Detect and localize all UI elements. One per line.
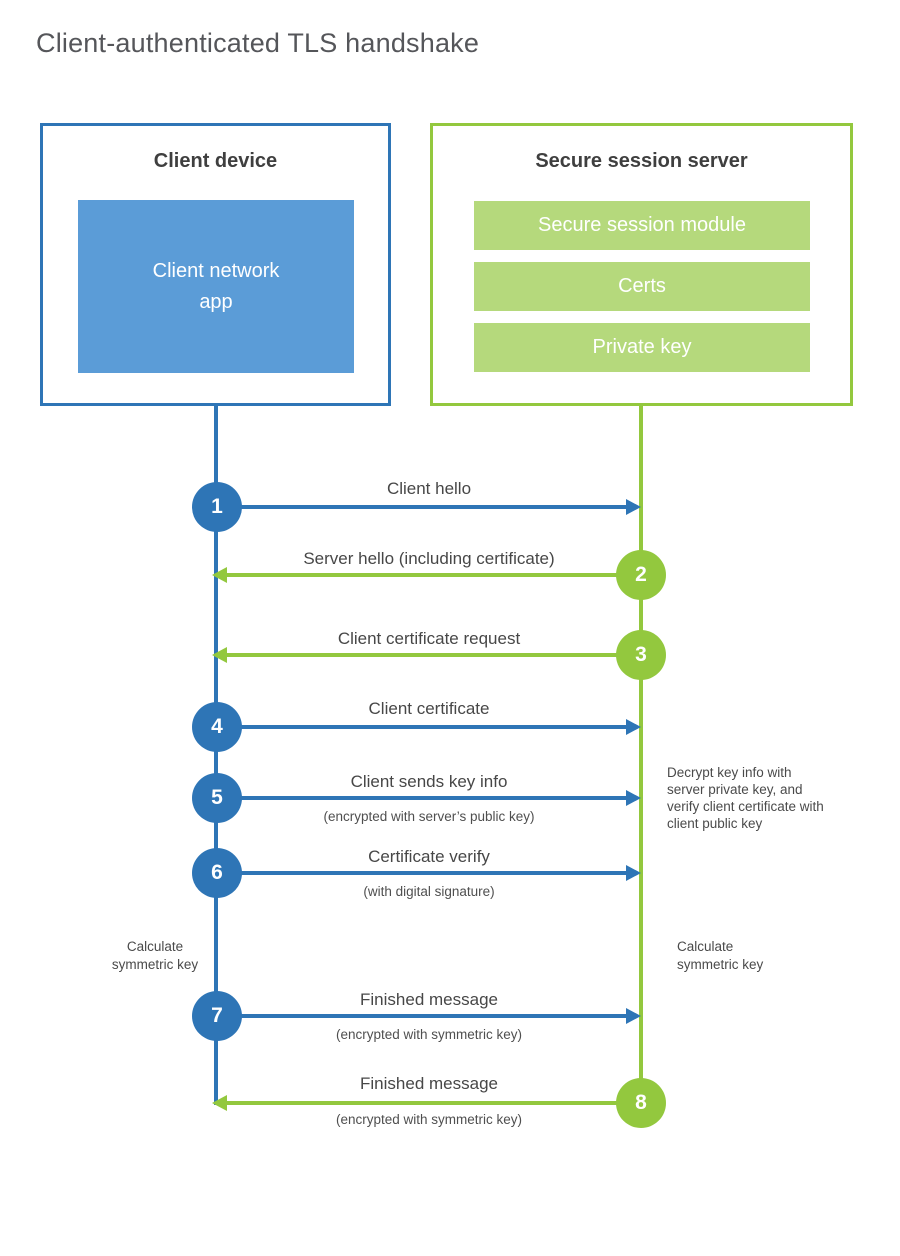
secure-session-server-title: Secure session server: [535, 150, 748, 172]
certs-block: Certs: [474, 262, 810, 311]
arrow-head-right-icon: [626, 790, 641, 806]
client-network-app-block: Client network app: [78, 200, 354, 373]
message-sublabel: (encrypted with server’s public key): [323, 809, 535, 824]
arrow-shaft: [227, 1101, 641, 1105]
step-circle-2: 2: [616, 550, 666, 600]
arrow-shaft: [217, 725, 627, 729]
secure-session-server-box: Secure session server Secure session mod…: [430, 123, 853, 406]
secure-session-module-block: Secure session module: [474, 201, 810, 250]
arrow-shaft: [217, 796, 627, 800]
arrow-head-right-icon: [626, 1008, 641, 1024]
arrow-head-right-icon: [626, 865, 641, 881]
calculate-symmetric-key-right: Calculate symmetric key: [677, 939, 764, 972]
message-label: Client sends key info: [350, 772, 508, 791]
message-label: Finished message: [360, 1074, 498, 1093]
arrow-shaft: [217, 1014, 627, 1018]
arrow-head-left-icon: [212, 1095, 227, 1111]
arrow-head-right-icon: [626, 719, 641, 735]
arrow-head-left-icon: [212, 647, 227, 663]
step-circle-8: 8: [616, 1078, 666, 1128]
message-label: Client hello: [386, 479, 472, 498]
message-sublabel: (with digital signature): [363, 884, 495, 899]
client-lifeline: [214, 405, 218, 1105]
private-key-block: Private key: [474, 323, 810, 372]
message-label: Client certificate: [368, 699, 490, 718]
arrow-shaft: [227, 573, 641, 577]
message-label: Client certificate request: [337, 629, 521, 648]
arrow-shaft: [217, 505, 627, 509]
message-sublabel: (encrypted with symmetric key): [335, 1027, 523, 1042]
arrow-head-left-icon: [212, 567, 227, 583]
page-title: Client-authenticated TLS handshake: [36, 28, 480, 58]
step-circle-7: 7: [192, 991, 242, 1041]
step-circle-5: 5: [192, 773, 242, 823]
message-sublabel: (encrypted with symmetric key): [335, 1112, 523, 1127]
calculate-symmetric-key-left: Calculate symmetric key: [111, 939, 199, 972]
server-lifeline: [639, 405, 643, 1103]
message-label: Certificate verify: [368, 847, 490, 866]
arrow-shaft: [227, 653, 641, 657]
message-label: Server hello (including certificate): [303, 549, 555, 568]
client-device-title: Client device: [153, 150, 278, 172]
decrypt-key-note: Decrypt key info with server private key…: [667, 765, 824, 831]
message-label: Finished message: [360, 990, 498, 1009]
arrow-head-right-icon: [626, 499, 641, 515]
step-circle-6: 6: [192, 848, 242, 898]
step-circle-3: 3: [616, 630, 666, 680]
arrow-shaft: [217, 871, 627, 875]
client-device-box: Client device Client network app: [40, 123, 391, 406]
step-circle-1: 1: [192, 482, 242, 532]
step-circle-4: 4: [192, 702, 242, 752]
